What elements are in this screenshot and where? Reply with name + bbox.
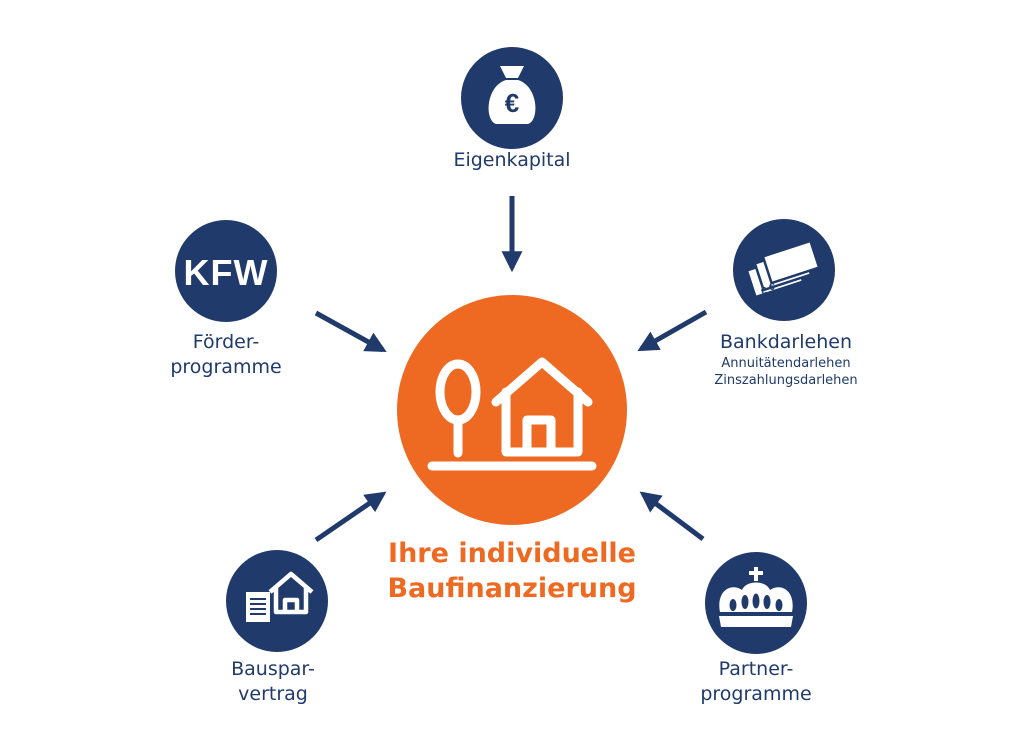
arrow-bauspar <box>314 491 387 543</box>
center-title: Ihre individuelle Baufinanzierung <box>387 536 636 606</box>
money-bag-euro-icon: € <box>488 66 536 124</box>
kfw-logo-icon: KFW <box>184 252 269 293</box>
foerder-node: KFW <box>175 220 277 322</box>
svg-text:€: € <box>769 282 775 293</box>
banknotes-euro-icon: € € <box>745 239 821 299</box>
arrow-foerder <box>314 310 387 353</box>
bankdarlehen-sub-zinszahlung: Zinszahlungsdarlehen <box>714 373 858 388</box>
bauspar-label: Bauspar- vertrag <box>231 657 315 707</box>
center-title-line2: Baufinanzierung <box>387 573 637 604</box>
tree-and-house-icon <box>427 357 597 471</box>
partner-label: Partner- programme <box>700 657 811 707</box>
bauspar-label-line2: vertrag <box>238 683 308 705</box>
bauspar-label-line1: Bauspar- <box>231 658 315 680</box>
partner-node <box>705 552 807 654</box>
arrow-bankdarlehen <box>637 309 708 352</box>
bankdarlehen-label-text: Bankdarlehen <box>720 331 852 353</box>
crown-icon <box>719 567 793 627</box>
eigenkapital-node: € <box>461 47 563 149</box>
bauspar-node <box>226 550 328 652</box>
foerder-label: Förder- programme <box>170 330 281 380</box>
document-house-icon <box>246 571 314 622</box>
bankdarlehen-label: Bankdarlehen Annuitätendarlehen Zinszahl… <box>714 330 857 389</box>
partner-label-line2: programme <box>700 683 812 705</box>
arrows <box>314 196 708 543</box>
partner-label-line1: Partner- <box>718 658 794 680</box>
eigenkapital-label-text: Eigenkapital <box>453 149 571 171</box>
bankdarlehen-node: € € <box>733 219 835 321</box>
svg-text:€: € <box>505 88 519 118</box>
svg-text:€: € <box>761 286 767 297</box>
center-node <box>397 295 627 525</box>
foerder-label-line1: Förder- <box>192 331 260 353</box>
eigenkapital-label: Eigenkapital <box>453 148 570 173</box>
foerder-label-line2: programme <box>170 356 282 378</box>
center-title-line1: Ihre individuelle <box>388 538 636 569</box>
arrow-partner <box>639 491 705 541</box>
bankdarlehen-sub-annuitaet: Annuitätendarlehen <box>721 356 851 371</box>
